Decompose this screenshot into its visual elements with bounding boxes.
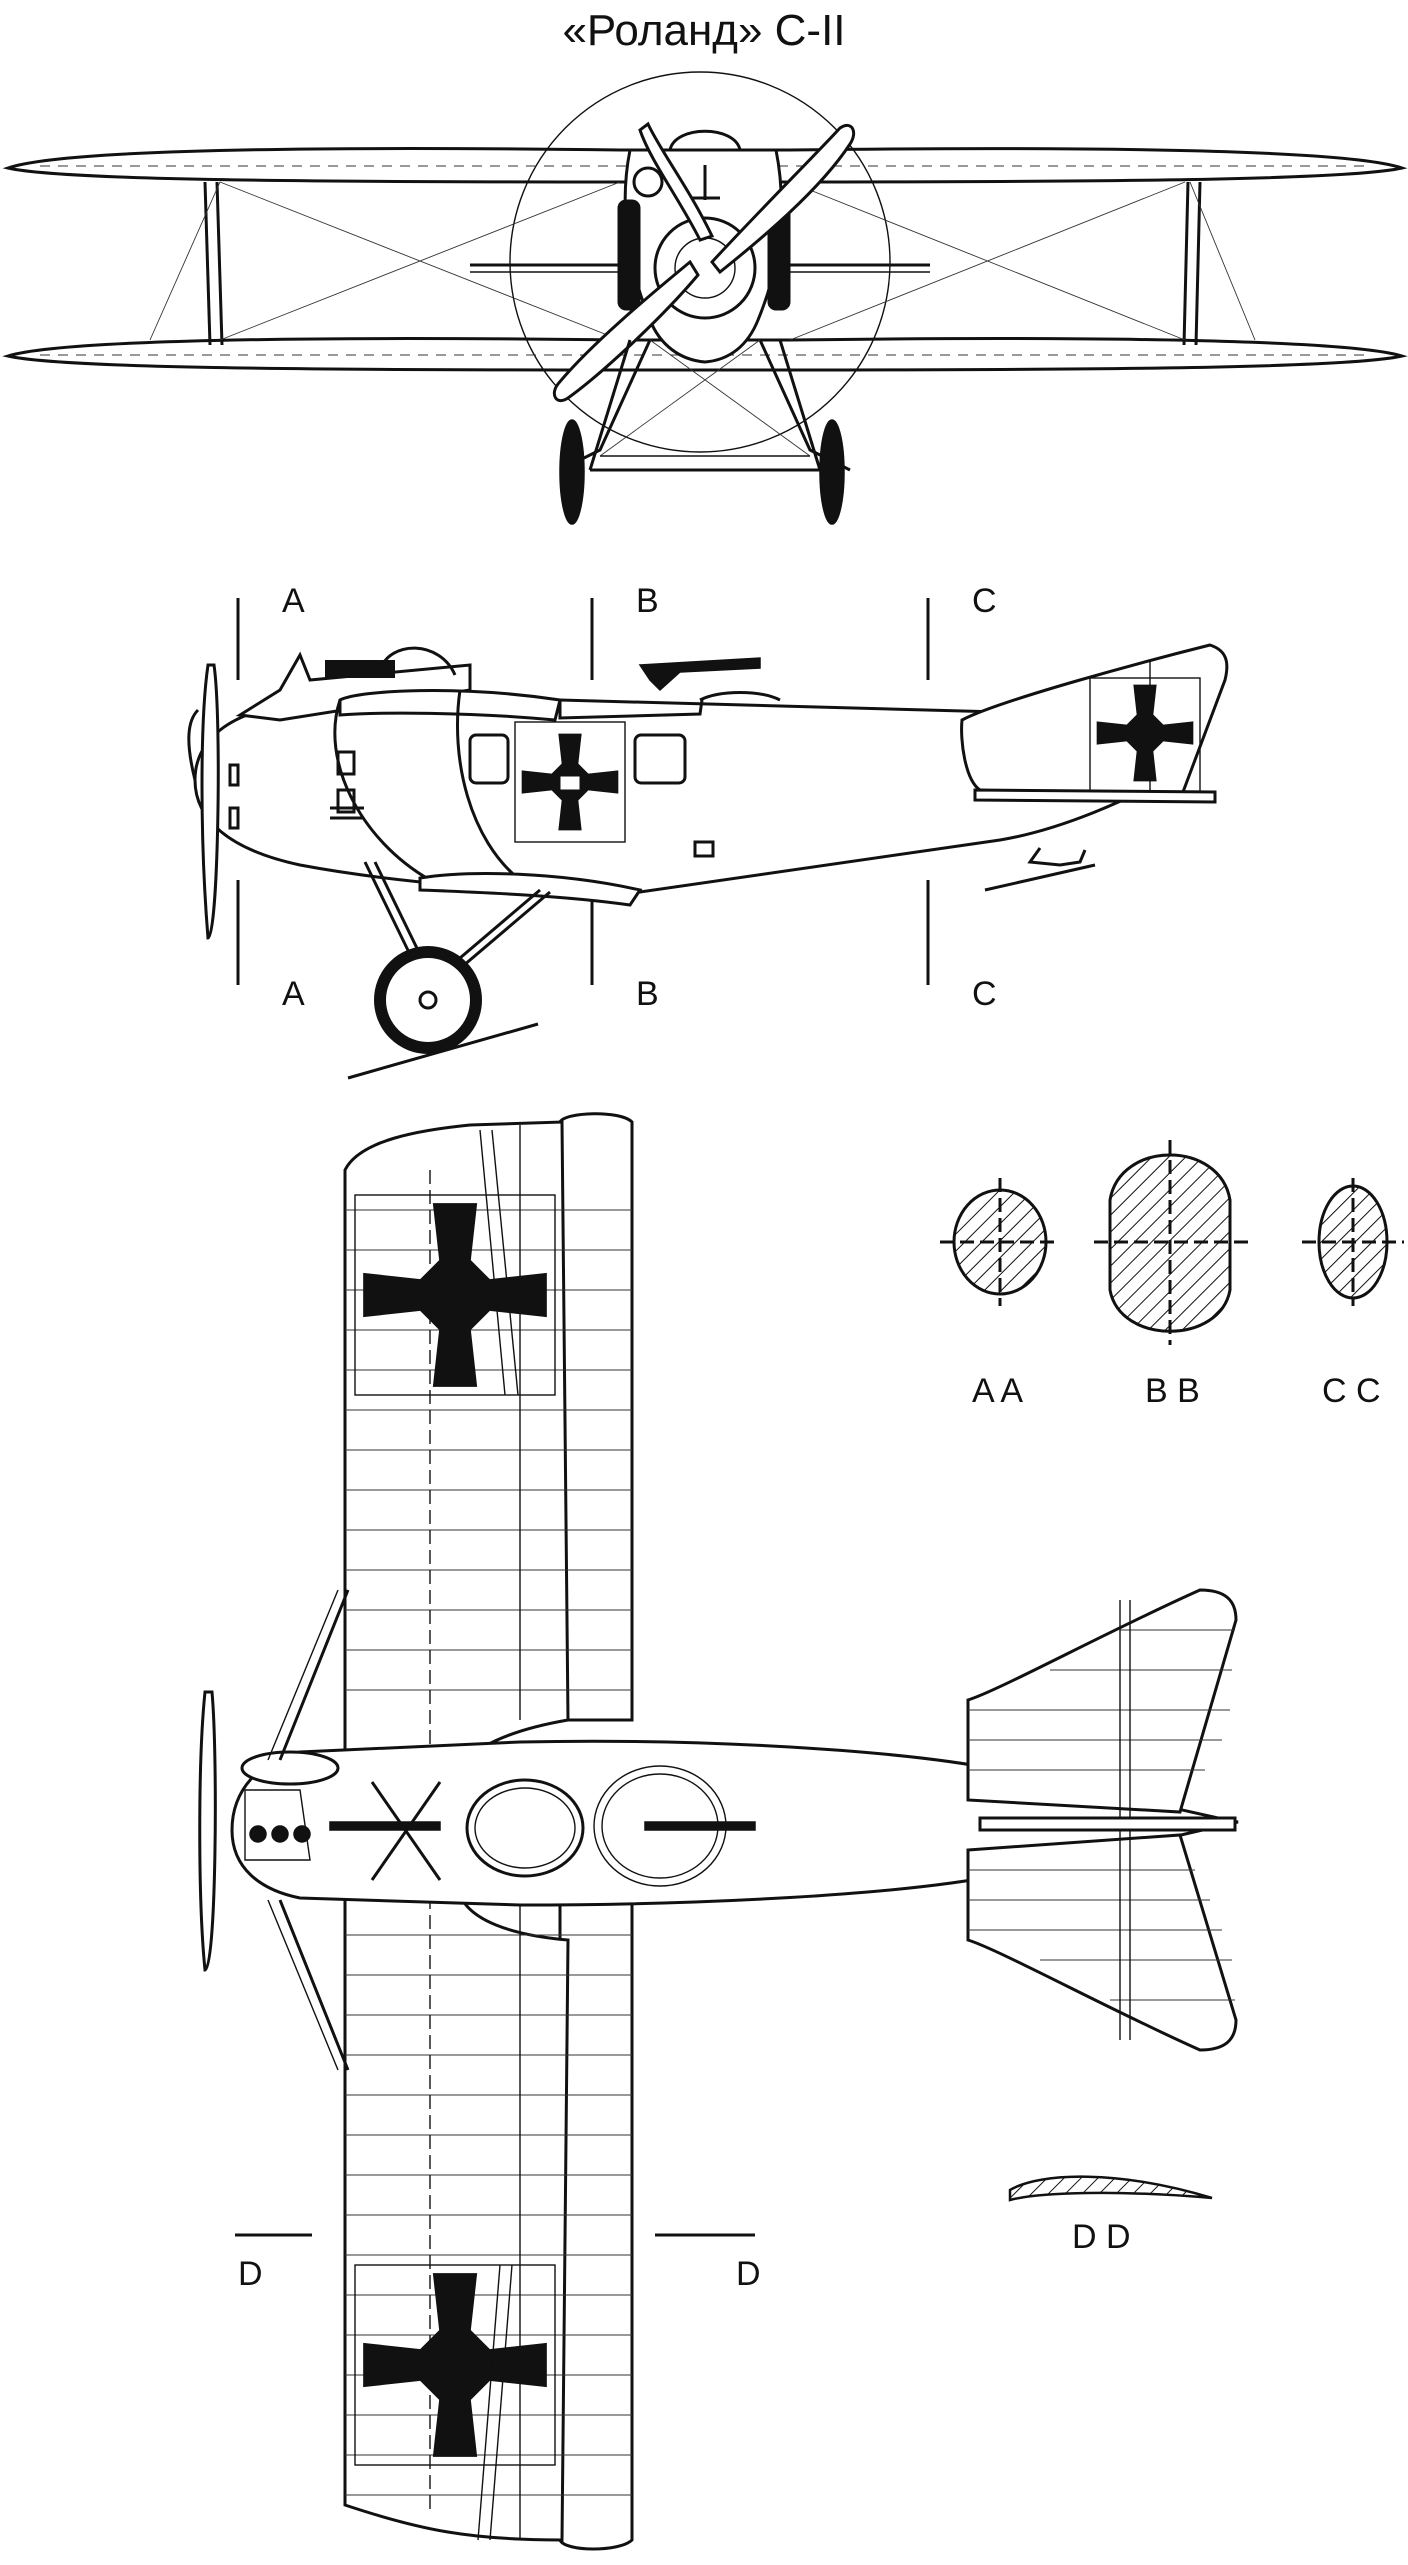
front-propeller-blade-upper [710,123,856,275]
top-elevator-hinge [978,1816,1237,1832]
section-label-b-top: B [636,582,659,620]
section-label-c-top: C [972,582,997,620]
side-lower-wing [418,872,643,907]
side-tailplane [973,788,1217,804]
section-dd-airfoil [1008,2175,1213,2202]
top-forward-gun [329,1821,441,1831]
side-view: A A B B C C [187,582,1229,1080]
section-label-a-top: A [282,582,305,620]
section-label-a-bottom: A [282,975,305,1013]
section-label-dd: D D [1072,2218,1131,2256]
top-tailplane-lower [966,1833,1238,2052]
side-fin-rudder [960,643,1229,802]
front-upper-wing [2,147,1408,184]
side-window-1 [468,733,510,785]
side-propeller [200,663,220,940]
section-label-bb: B B [1145,1372,1200,1410]
front-right-wheel [819,419,845,525]
drawing-title: «Роланд» С-II [562,6,846,55]
top-tailplane-upper [966,1588,1238,1814]
propeller-disc [509,71,891,453]
top-rear-gun [644,1821,756,1831]
cross-sections: A A B B C C D D [940,1140,1404,2256]
top-lower-wing-lower-panel [558,1893,634,2551]
front-lower-wing [2,337,1408,372]
top-lower-wing-upper-panel [558,1112,634,1722]
front-propeller-blade-lower [552,259,700,403]
section-label-b-bottom: B [636,975,659,1013]
section-label-d-right: D [736,2255,761,2293]
top-propeller [198,1690,217,1972]
front-view [2,71,1408,525]
side-upper-wing [338,689,562,722]
side-wheel [374,946,482,1054]
section-label-c-bottom: C [972,975,997,1013]
section-label-d-left: D [238,2255,263,2293]
pilot-cockpit [465,1778,585,1878]
left-interplane-strut [203,181,212,346]
side-window-2 [633,733,687,785]
ground-line [347,1022,539,1080]
section-label-cc: C C [1322,1372,1381,1410]
section-label-aa: A A [972,1372,1023,1410]
left-cylinder-bank [617,199,641,311]
front-left-wheel [559,419,585,525]
top-view: D D [198,1112,1239,2551]
rear-gun [638,657,761,692]
right-interplane-strut [1182,181,1190,346]
propeller-hub [632,166,664,198]
tail-skid [1027,847,1087,867]
